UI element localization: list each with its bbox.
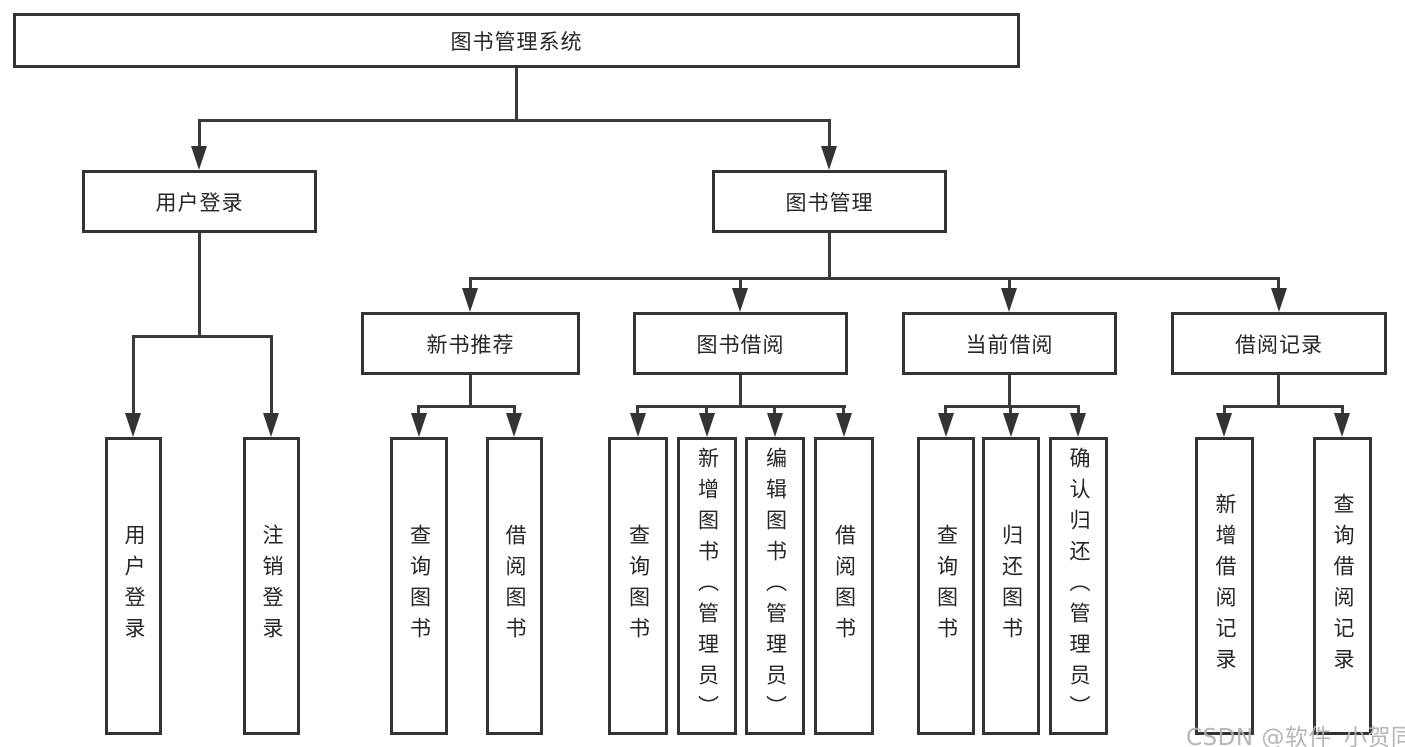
branch-box-book-management: 图书管理 <box>712 170 947 233</box>
leaf-label: 查询图书 <box>934 524 959 648</box>
section-box-current-borrow: 当前借阅 <box>902 312 1117 375</box>
connector-borrow-leaves-bar <box>636 405 846 408</box>
branch-box-user-login: 用户登录 <box>82 170 317 233</box>
arrow-down-icon <box>767 413 783 437</box>
leaf-label: 查询图书 <box>407 524 432 648</box>
arrow-down-icon <box>125 413 141 437</box>
arrow-down-icon <box>1003 413 1019 437</box>
arrow-down-icon <box>821 146 837 170</box>
arrow-down-icon <box>1216 413 1232 437</box>
arrow-down-icon <box>630 413 646 437</box>
connector-records-leaves-bar <box>1223 405 1344 408</box>
leaf-label: 编辑图书（管理员） <box>763 446 788 726</box>
connector-newbook-stem <box>469 277 472 292</box>
leaf-label: 归还图书 <box>999 524 1024 648</box>
arrow-down-icon <box>938 413 954 437</box>
leaf-label: 借阅图书 <box>832 524 857 648</box>
connector-level2-bar <box>198 119 831 122</box>
arrow-down-icon <box>732 288 748 312</box>
connector-leaf-stem <box>417 405 420 417</box>
connector-current-stem <box>1008 277 1011 292</box>
section-label: 当前借阅 <box>965 332 1054 357</box>
leaf-box-borrow-books-recommend: 借阅图书 <box>486 437 543 735</box>
leaf-box-add-borrow-record: 新增借阅记录 <box>1195 437 1254 735</box>
section-label: 借阅记录 <box>1235 332 1323 357</box>
connector-leaf-stem <box>773 405 776 417</box>
leaf-box-user-login: 用户登录 <box>105 437 162 735</box>
arrow-down-icon <box>1070 413 1086 437</box>
connector-book-mgmt-stem <box>828 119 831 150</box>
connector-leaf-stem <box>132 335 135 417</box>
arrow-down-icon <box>699 413 715 437</box>
section-box-new-book-recommend: 新书推荐 <box>361 312 580 375</box>
connector-root-stem <box>515 66 518 122</box>
connector-records-down <box>1277 372 1280 408</box>
connector-borrow-down <box>739 372 742 408</box>
leaf-label: 注销登录 <box>260 524 284 648</box>
connector-borrow-stem <box>739 277 742 292</box>
section-box-book-borrow: 图书借阅 <box>633 312 848 375</box>
leaf-box-query-books-borrow: 查询图书 <box>608 437 668 735</box>
arrow-down-icon <box>1001 288 1017 312</box>
connector-user-leaves-bar <box>132 335 273 338</box>
section-label: 新书推荐 <box>426 332 515 357</box>
connector-user-login-down <box>198 230 201 338</box>
leaf-label: 确认归还（管理员） <box>1067 446 1091 726</box>
leaf-box-borrow-books: 借阅图书 <box>814 437 874 735</box>
leaf-label: 查询借阅记录 <box>1331 493 1355 679</box>
leaf-label: 新增图书（管理员） <box>695 446 720 726</box>
arrow-down-icon <box>411 413 427 437</box>
csdn-watermark: CSDN @软件_小贺同学 <box>1186 725 1405 747</box>
connector-current-down <box>1008 372 1011 408</box>
branch-label: 用户登录 <box>155 190 244 215</box>
arrow-down-icon <box>1271 288 1287 312</box>
leaf-box-add-books-admin: 新增图书（管理员） <box>677 437 737 735</box>
arrow-down-icon <box>191 146 207 170</box>
connector-records-stem <box>1277 277 1280 292</box>
leaf-box-query-books-current: 查询图书 <box>917 437 975 735</box>
arrow-down-icon <box>462 288 478 312</box>
connector-leaf-stem <box>1223 405 1226 417</box>
arrow-down-icon <box>506 413 522 437</box>
leaf-label: 新增借阅记录 <box>1213 493 1237 679</box>
leaf-box-confirm-return-admin: 确认归还（管理员） <box>1049 437 1108 735</box>
connector-current-leaves-bar <box>944 405 1080 408</box>
connector-book-mgmt-down <box>828 230 831 280</box>
leaf-box-logout: 注销登录 <box>243 437 300 735</box>
leaf-box-return-books: 归还图书 <box>982 437 1040 735</box>
arrow-down-icon <box>1334 413 1350 437</box>
section-box-borrow-records: 借阅记录 <box>1171 312 1387 375</box>
leaf-label: 借阅图书 <box>503 524 527 648</box>
connector-leaf-stem <box>1341 405 1344 417</box>
leaf-label: 用户登录 <box>122 524 146 648</box>
connector-leaf-stem <box>270 335 273 417</box>
section-label: 图书借阅 <box>696 332 785 357</box>
connector-leaf-stem <box>636 405 639 417</box>
connector-leaf-stem <box>1009 405 1012 417</box>
connector-level3-bar <box>469 277 1280 280</box>
connector-newbook-down <box>469 372 472 408</box>
connector-newbook-leaves-bar <box>417 405 516 408</box>
arrow-down-icon <box>263 413 279 437</box>
root-box-library-system: 图书管理系统 <box>13 13 1020 68</box>
leaf-box-query-borrow-record: 查询借阅记录 <box>1313 437 1372 735</box>
connector-user-login-stem <box>198 119 201 150</box>
connector-leaf-stem <box>944 405 947 417</box>
connector-leaf-stem <box>513 405 516 417</box>
arrow-down-icon <box>836 413 852 437</box>
root-label: 图书管理系统 <box>450 29 583 54</box>
leaf-box-query-books-recommend: 查询图书 <box>390 437 448 735</box>
connector-leaf-stem <box>1077 405 1080 417</box>
branch-label: 图书管理 <box>785 190 874 215</box>
connector-leaf-stem <box>842 405 845 417</box>
leaf-label: 查询图书 <box>626 524 651 648</box>
leaf-box-edit-books-admin: 编辑图书（管理员） <box>745 437 805 735</box>
connector-leaf-stem <box>705 405 708 417</box>
